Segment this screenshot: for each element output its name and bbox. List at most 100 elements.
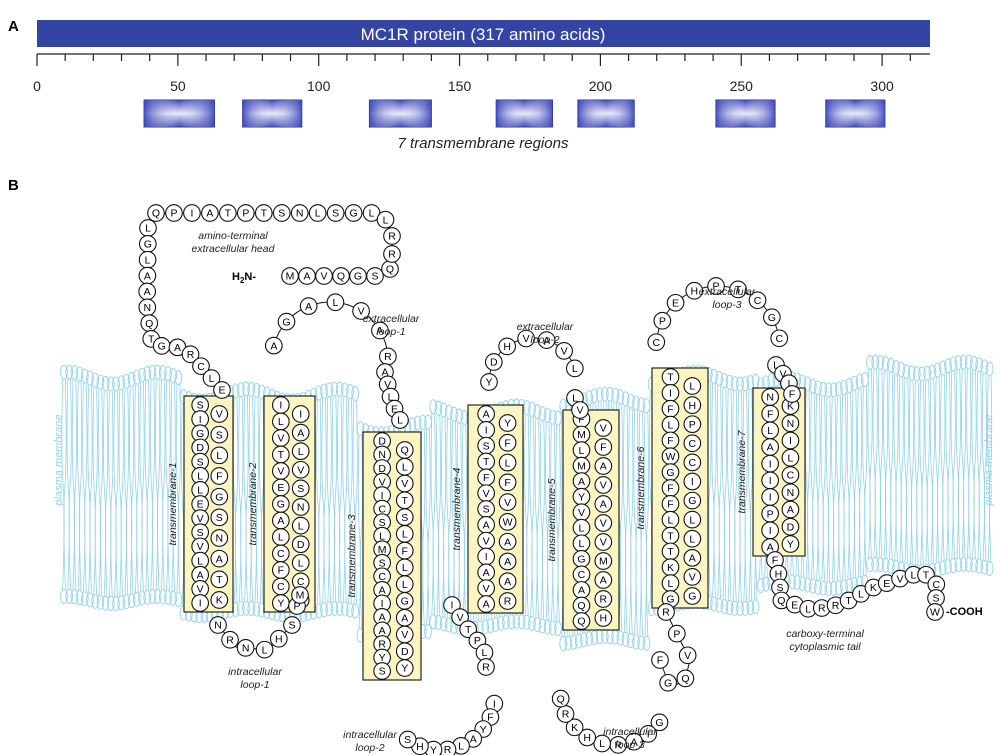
lipid-head [106,376,115,392]
residue: L [138,250,157,269]
residue: F [651,651,669,669]
svg-text:V: V [379,476,386,488]
lipid-tail [172,382,176,592]
lipid-tail [649,390,653,602]
svg-text:K: K [571,722,578,734]
lipid-tail [110,390,114,597]
svg-text:S: S [371,271,378,283]
lipid-head [507,614,516,630]
lipid-head [871,354,880,370]
lipid-head [938,360,947,376]
residue: F [661,431,680,450]
residue: S [366,267,384,285]
lipid-tail [921,380,925,565]
lipid-head [320,383,328,399]
lipid-tail [354,400,358,605]
lipid-head [590,388,599,404]
svg-text:I: I [381,598,384,610]
residue: A [299,297,318,315]
helix-label: transmembrane-1 [167,463,179,546]
lipid-tail [323,398,327,603]
residue: V [373,472,391,491]
svg-text:E: E [197,499,204,511]
lipid-tail [337,396,341,602]
residue: H [683,396,702,414]
lipid-head [75,590,84,606]
lipid-tail [94,387,98,595]
residue: L [661,510,680,529]
lipid-tail [422,429,426,625]
lipid-tail [729,389,733,601]
svg-text:P: P [767,508,774,520]
lipid-head [954,355,963,371]
lipid-head [247,381,256,397]
lipid-head [236,382,245,397]
residue: V [594,514,613,532]
svg-text:I: I [199,414,202,426]
residue: P [236,204,255,222]
lipid-head [127,371,136,387]
lipid-tail [708,381,712,596]
svg-text:L: L [858,589,864,601]
lipid-tail [872,368,876,558]
svg-text:P: P [659,315,666,327]
lipid-head [710,368,718,384]
svg-text:T: T [465,624,472,636]
residue: H [769,564,788,583]
lipid-tail [950,370,954,559]
svg-text:L: L [579,445,585,457]
residue: F [210,467,229,485]
lipid-tail [233,397,237,603]
lipid-head [736,376,744,392]
residue: V [517,329,535,348]
svg-text:N: N [214,620,222,632]
lipid-head [637,397,646,413]
lipid-tail [942,374,946,561]
svg-text:G: G [768,312,776,324]
svg-text:T: T [667,530,674,542]
lipid-head [252,382,261,398]
svg-text:A: A [376,325,383,337]
lipid-head [335,601,344,616]
annotation-ecl1: loop-1 [376,326,405,338]
svg-text:A: A [600,499,607,511]
svg-text:G: G [688,495,696,507]
lipid-head [106,596,115,612]
svg-text:C: C [652,337,660,349]
axis-tick-label: 150 [448,78,472,94]
svg-text:R: R [600,594,608,606]
lipid-head [980,559,989,575]
svg-text:S: S [197,400,204,412]
tm-region-shade [496,100,553,127]
svg-text:V: V [197,584,204,596]
residue: Q [140,314,159,332]
lipid-tail [893,374,897,561]
lipid-tail [822,396,826,582]
lipid-head [132,369,141,385]
residue: L [210,446,229,465]
lipid-tail [316,400,320,604]
svg-text:L: L [505,457,511,469]
svg-text:L: L [579,522,585,534]
lipid-tail [435,414,439,616]
lipid-tail [71,379,75,590]
lipid-tail [84,382,88,592]
residue: S [291,479,310,498]
residue: I [477,547,496,566]
lipid-tail [957,369,961,558]
residue: Q [381,260,399,278]
residue: F [498,473,517,492]
svg-text:G: G [666,594,674,606]
svg-text:I: I [769,492,772,504]
svg-text:C: C [578,569,586,581]
residue: I [683,472,702,491]
residue: L [139,219,157,237]
residue: W [661,447,680,466]
residue: A [477,515,496,534]
svg-text:N: N [787,487,795,499]
lipid-tail [841,394,845,581]
residue: G [395,592,414,610]
svg-text:L: L [145,254,151,266]
helix-label: transmembrane-5 [546,478,558,561]
